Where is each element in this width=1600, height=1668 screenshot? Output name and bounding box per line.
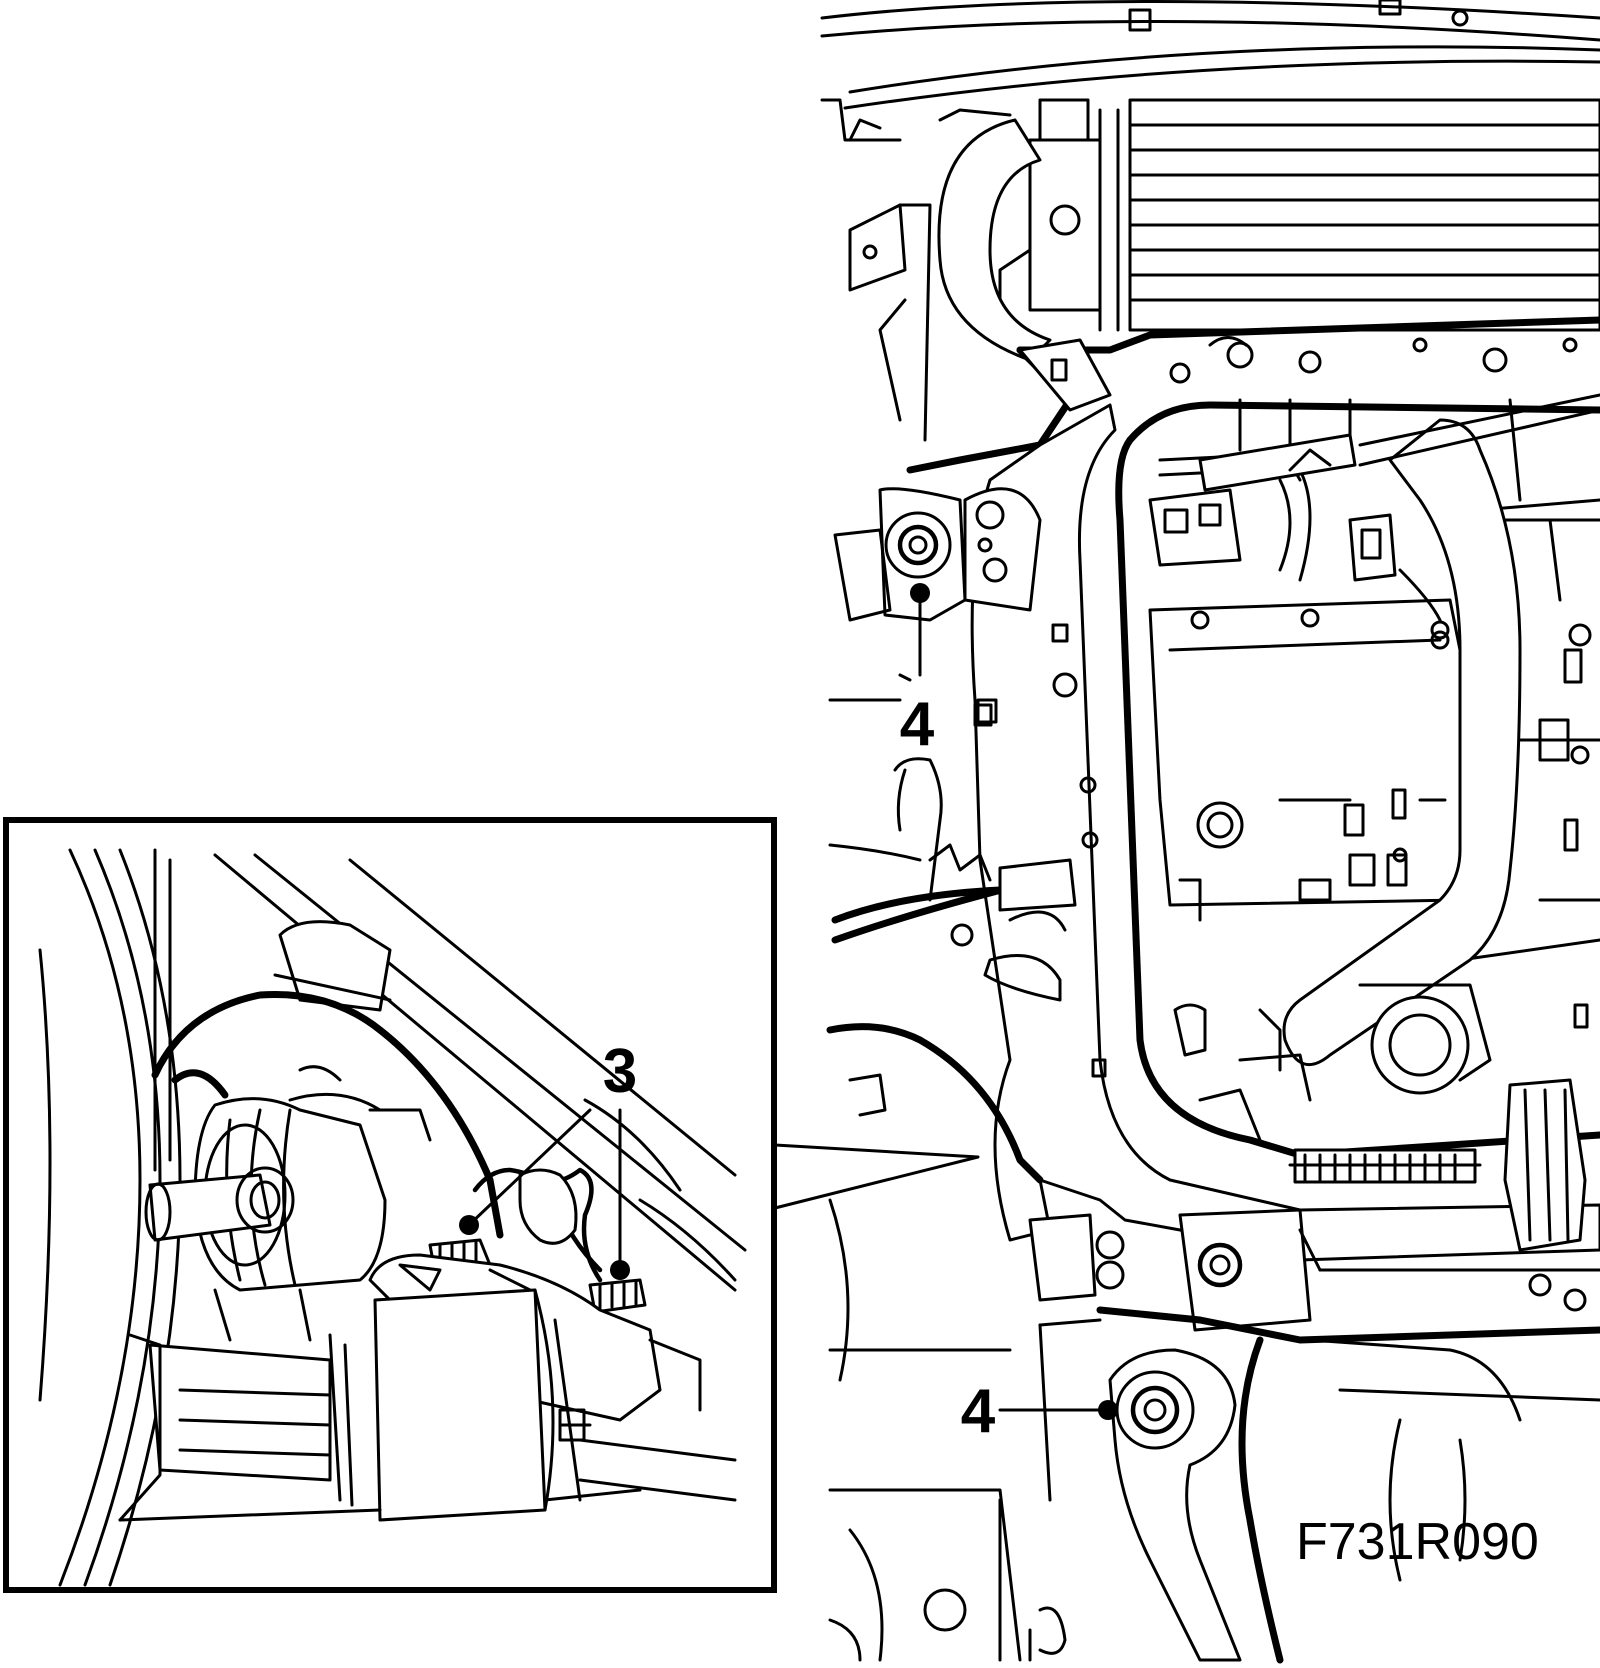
- lower-mount: [998, 1318, 1600, 1664]
- inset-drawing: [38, 848, 747, 1587]
- front-bumper: [820, 0, 1600, 142]
- upper-mount: [828, 487, 1042, 724]
- inset-detail: 3: [3, 817, 980, 1593]
- main-view: 4 4 F731R090: [820, 0, 1600, 1664]
- callout-3: 3: [603, 1037, 637, 1106]
- radiator: [998, 98, 1600, 332]
- inset-pointer: [773, 1143, 980, 1210]
- figure-id: F731R090: [1296, 1513, 1539, 1571]
- lower-right-components: [1173, 983, 1587, 1312]
- tie-rod-area: [826, 757, 1077, 1184]
- rear-crossmember: [1028, 1208, 1600, 1344]
- callout-4-lower: 4: [961, 1377, 996, 1446]
- engine-block: [1148, 398, 1600, 1029]
- callout-4-upper: 4: [900, 690, 935, 759]
- bottom-left-area: [828, 1198, 1067, 1662]
- left-bracket: [848, 203, 932, 442]
- charge-pipe: [1198, 393, 1600, 1066]
